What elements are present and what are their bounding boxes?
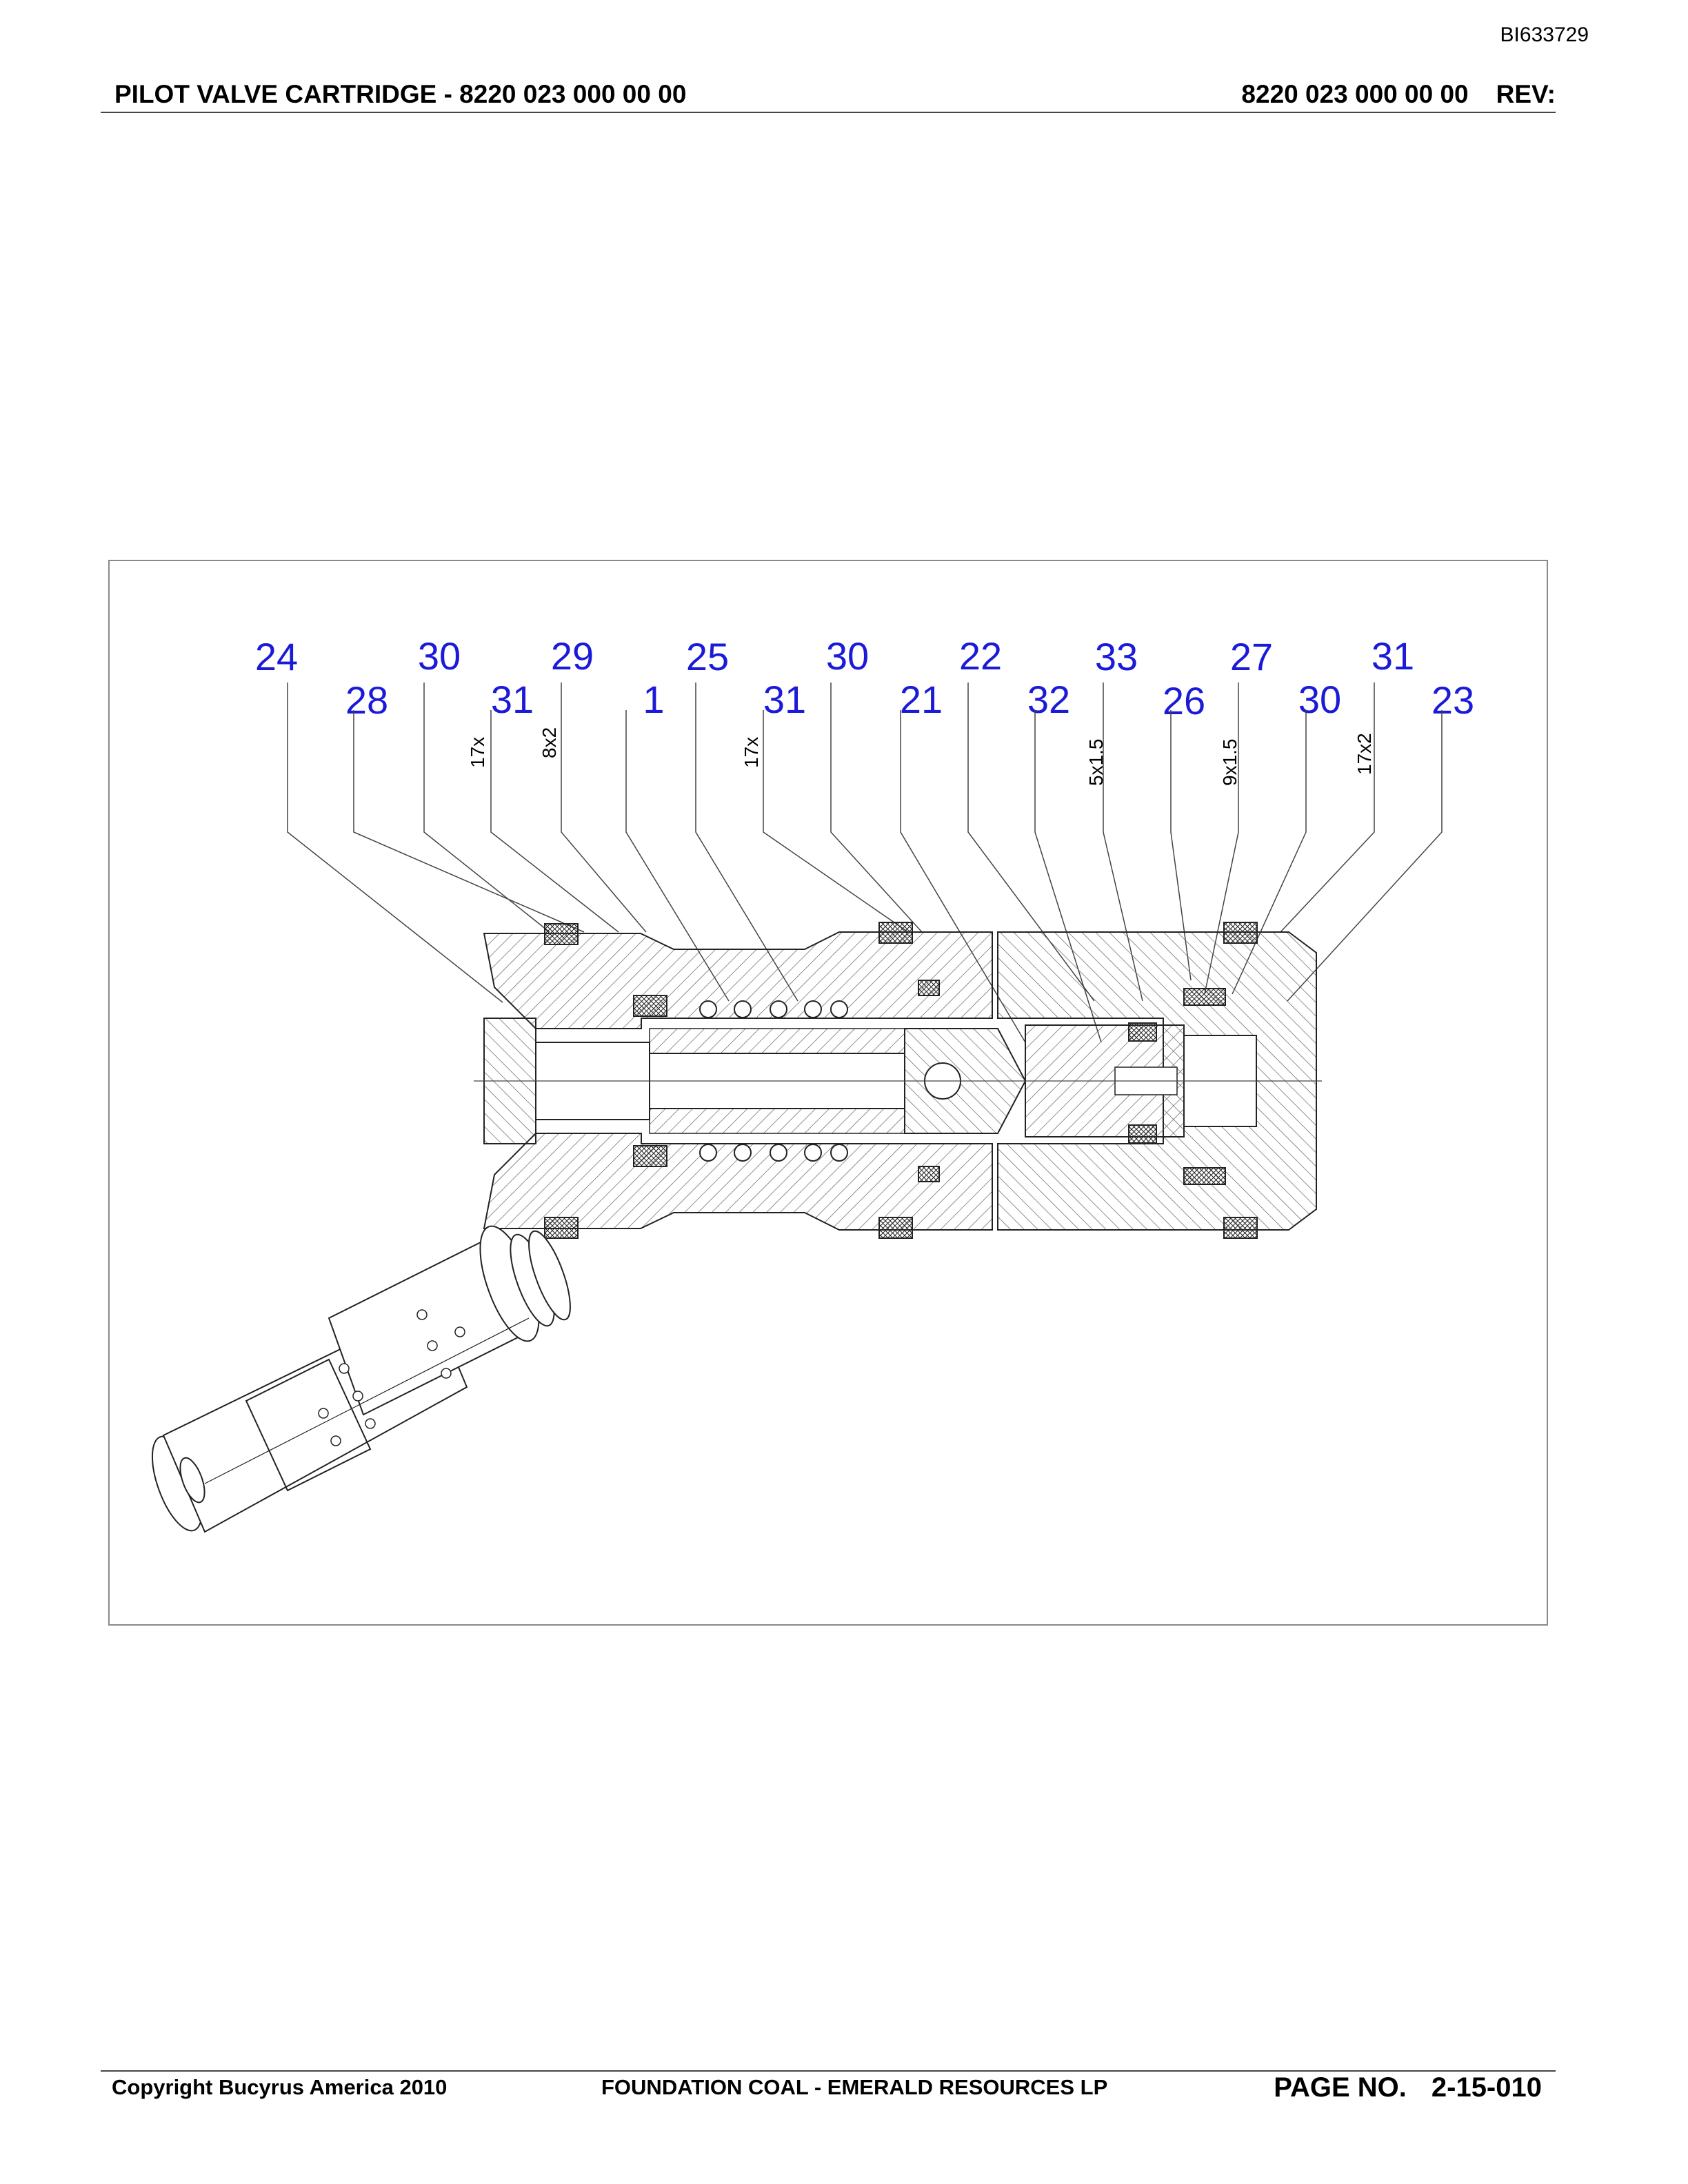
spring xyxy=(699,1000,848,1162)
callout-label: 33 xyxy=(1095,635,1138,678)
seal-size-label: 17x xyxy=(741,737,762,768)
seal-size-label: 8x2 xyxy=(539,727,560,758)
callout-label: 27 xyxy=(1230,635,1273,678)
callout-label: 29 xyxy=(551,634,594,678)
callout-label: 31 xyxy=(763,678,806,721)
callout-label: 25 xyxy=(686,635,729,678)
cartridge-section xyxy=(474,922,1322,1239)
page-number: 2-15-010 xyxy=(1431,2072,1542,2103)
callout-label: 30 xyxy=(826,634,869,678)
header-part-info: 8220 023 000 00 00 REV: xyxy=(1241,80,1556,109)
rev-label: REV: xyxy=(1496,80,1556,108)
seals xyxy=(544,922,1258,1239)
isometric-view xyxy=(151,1225,571,1533)
header-rule xyxy=(101,112,1556,113)
callout-label: 22 xyxy=(959,634,1002,678)
callout-label: 23 xyxy=(1431,678,1474,722)
copyright-text: Copyright Bucyrus America 2010 xyxy=(112,2075,448,2099)
footer-rule xyxy=(101,2070,1556,2072)
callout-label: 26 xyxy=(1163,679,1205,722)
page-number-block: PAGE NO. 2-15-010 xyxy=(1274,2072,1542,2103)
callout-label: 31 xyxy=(491,678,534,721)
callouts-top-row: 24 30 29 25 30 22 33 27 31 xyxy=(255,634,1414,678)
callout-label: 30 xyxy=(418,634,461,678)
callout-label: 31 xyxy=(1372,634,1414,678)
seal-size-label: 17x2 xyxy=(1354,733,1375,775)
callout-label: 32 xyxy=(1027,678,1070,721)
callout-label: 30 xyxy=(1298,678,1341,721)
seal-size-label: 9x1.5 xyxy=(1219,739,1240,787)
exploded-section-drawing: 24 30 29 25 30 22 33 27 31 28 31 1 31 21… xyxy=(151,634,1474,1533)
callout-label: 24 xyxy=(255,635,298,678)
seal-size-label: 17x xyxy=(467,737,488,768)
drawing-frame xyxy=(108,560,1548,1626)
callout-label: 28 xyxy=(345,678,388,722)
callouts-bottom-row: 28 31 1 31 21 32 26 30 23 xyxy=(345,678,1474,722)
part-number: 8220 023 000 00 00 xyxy=(1241,80,1469,108)
customer-name: FOUNDATION COAL - EMERALD RESOURCES LP xyxy=(601,2075,1108,2099)
page-label: PAGE NO. xyxy=(1274,2072,1407,2103)
document-id: BI633729 xyxy=(1500,23,1589,46)
drawing-title: PILOT VALVE CARTRIDGE - 8220 023 000 00 … xyxy=(114,80,687,108)
callout-label: 21 xyxy=(900,678,943,721)
callout-label: 1 xyxy=(643,678,664,721)
